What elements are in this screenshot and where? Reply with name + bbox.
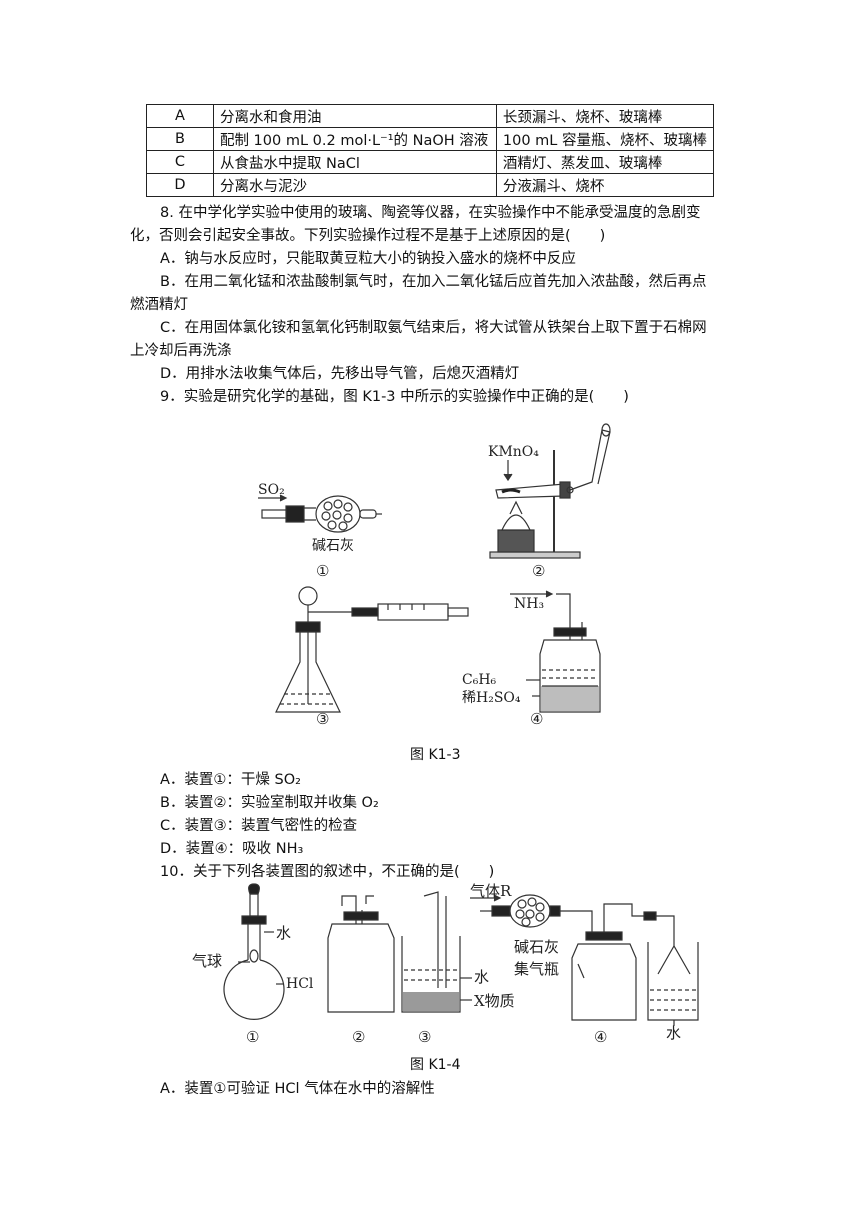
- apparatus-1-number: ①: [316, 562, 329, 580]
- q9-option-d: D．装置④：吸收 NH₃: [160, 841, 304, 857]
- lime-label-k14: 碱石灰: [514, 938, 559, 956]
- h2so4-label: 稀H₂SO₄: [462, 690, 521, 706]
- apparatus-3-number: ③: [316, 710, 329, 728]
- q8-option-d: D．用排水法收集气体后，先移出导气管，后熄灭酒精灯: [160, 366, 520, 382]
- row-equipment: 100 mL 容量瓶、烧杯、玻璃棒: [495, 127, 715, 151]
- row-equipment: 分液漏斗、烧杯: [495, 173, 715, 197]
- collection-train-apparatus: [470, 894, 699, 1026]
- table-row: A 分离水和食用油 长颈漏斗、烧杯、玻璃棒: [146, 104, 715, 128]
- q9-option-a: A．装置①：干燥 SO₂: [160, 772, 301, 788]
- row-purpose: 配制 100 mL 0.2 mol·L⁻¹的 NaOH 溶液: [212, 127, 497, 151]
- q8-stem-line1: 8. 在中学化学实验中使用的玻璃、陶瓷等仪器，在实验操作中不能承受温度的急剧变: [160, 205, 701, 221]
- water-label-4: 水: [666, 1024, 681, 1042]
- k14-apparatus-1-number: ①: [246, 1028, 259, 1046]
- row-equipment: 酒精灯、蒸发皿、玻璃棒: [495, 150, 715, 174]
- flask-syringe-apparatus: [275, 586, 469, 713]
- heating-tube-apparatus: KMnO₄: [488, 423, 611, 559]
- balloon-label: 气球: [192, 952, 222, 970]
- c6h6-label: C₆H₆: [462, 672, 497, 688]
- row-label: B: [146, 127, 214, 151]
- q9-option-b: B．装置②：实验室制取并收集 O₂: [160, 795, 379, 811]
- row-purpose: 从食盐水中提取 NaCl: [212, 150, 497, 174]
- k14-apparatus-2-number: ②: [352, 1028, 365, 1046]
- q8-option-b-cont: 燃酒精灯: [130, 297, 188, 313]
- row-equipment: 长颈漏斗、烧杯、玻璃棒: [495, 104, 715, 128]
- table-row: D 分离水与泥沙 分液漏斗、烧杯: [146, 173, 715, 197]
- row-label: A: [146, 104, 214, 128]
- q8-option-a: A．钠与水反应时，只能取黄豆粒大小的钠投入盛水的烧杯中反应: [160, 251, 576, 267]
- q9-stem: 9．实验是研究化学的基础，图 K1-3 中所示的实验操作中正确的是( ): [160, 389, 629, 405]
- figure-k1-3: SO₂ 碱石灰 ① KMnO₄: [258, 423, 611, 728]
- gas-r-label: 气体R: [470, 882, 512, 900]
- table-row: B 配制 100 mL 0.2 mol·L⁻¹的 NaOH 溶液 100 mL …: [146, 127, 715, 151]
- figure-k1-3-caption: 图 K1-3: [410, 747, 461, 763]
- nh3-label: NH₃: [514, 596, 544, 612]
- q8-option-c: C．在用固体氯化铵和氢氧化钙制取氨气结束后，将大试管从铁架台上取下置于石棉网: [160, 320, 707, 336]
- q9-option-c: C．装置③：装置气密性的检查: [160, 818, 358, 834]
- q10-option-a: A．装置①可验证 HCl 气体在水中的溶解性: [160, 1081, 435, 1097]
- row-purpose: 分离水和食用油: [212, 104, 497, 128]
- row-label: D: [146, 173, 214, 197]
- figure-k1-4-caption: 图 K1-4: [410, 1057, 461, 1073]
- water-label-3: 水: [474, 968, 489, 986]
- k14-apparatus-3-number: ③: [418, 1028, 431, 1046]
- figure-k1-4: 水 气球 HCl ① ② 水 X物质 ③: [192, 882, 699, 1046]
- q8-option-c-cont: 上冷却后再洗涤: [130, 343, 232, 359]
- absorption-bottle-apparatus: NH₃: [510, 590, 601, 713]
- row-purpose: 分离水与泥沙: [212, 173, 497, 197]
- apparatus-4-number: ④: [530, 710, 543, 728]
- row-label: C: [146, 150, 214, 174]
- options-table: A 分离水和食用油 长颈漏斗、烧杯、玻璃棒 B 配制 100 mL 0.2 mo…: [146, 104, 715, 197]
- x-substance-label: X物质: [474, 992, 515, 1010]
- q8-stem-line2: 化，否则会引起安全事故。下列实验操作过程不是基于上述原因的是( ): [130, 228, 606, 244]
- table-row: C 从食盐水中提取 NaCl 酒精灯、蒸发皿、玻璃棒: [146, 150, 715, 174]
- q10-stem: 10．关于下列各装置图的叙述中，不正确的是( ): [160, 864, 495, 880]
- beaker-apparatus: [401, 891, 472, 1013]
- lime-label: 碱石灰: [312, 538, 354, 554]
- gas-bottle-label: 集气瓶: [514, 960, 559, 978]
- hcl-label: HCl: [286, 976, 314, 992]
- drying-tube-apparatus: SO₂: [258, 482, 382, 533]
- so2-label: SO₂: [258, 482, 285, 498]
- kmno4-label: KMnO₄: [488, 444, 539, 460]
- q8-option-b: B．在用二氧化锰和浓盐酸制氯气时，在加入二氧化锰后应首先加入浓盐酸，然后再点: [160, 274, 707, 290]
- balloon-flask-apparatus: [223, 883, 285, 1020]
- water-label-1: 水: [276, 924, 291, 942]
- gas-bottle-apparatus: [327, 895, 395, 1013]
- apparatus-2-number: ②: [532, 562, 545, 580]
- k14-apparatus-4-number: ④: [594, 1028, 607, 1046]
